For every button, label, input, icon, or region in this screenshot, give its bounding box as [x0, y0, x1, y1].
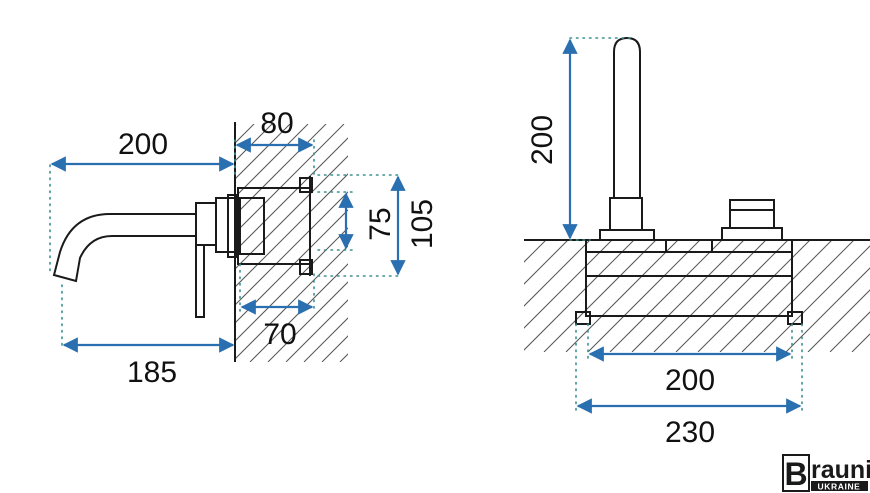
spout-base: [609, 197, 643, 231]
hatch-line: [565, 240, 679, 352]
dim-label-spout-reach: 185: [127, 356, 177, 389]
hatch-line: [236, 227, 348, 341]
dim-label-wall-depth: 80: [260, 107, 293, 140]
dim-label-outer-width: 230: [665, 416, 715, 449]
hatch-line: [236, 124, 345, 233]
flange-ring: [227, 194, 237, 258]
hatch-line: [524, 240, 525, 241]
hatch-line: [236, 209, 348, 323]
lever-knob: [729, 199, 775, 229]
hatch-line: [484, 124, 722, 362]
logo-letter-box: [782, 454, 810, 492]
box-front-plate: [239, 197, 265, 255]
hatch-line: [631, 240, 745, 352]
dim-label-box-plate-depth: 70: [263, 318, 296, 351]
hatch-line: [236, 191, 348, 305]
hatch-line: [303, 317, 348, 362]
spout: [52, 213, 197, 283]
logo-subtitle-bar: [811, 481, 868, 491]
hatch-line: [697, 240, 811, 352]
hatch-line: [829, 311, 870, 352]
dim-label-spout-projection: 200: [118, 128, 168, 161]
spout-base-flange: [599, 229, 655, 241]
logo-subtitle: UKRAINE: [818, 482, 861, 492]
side-view: 200 80 75 105 70 185: [49, 107, 722, 389]
body-foot-left: [575, 311, 591, 325]
hatch-line: [763, 245, 870, 352]
lever-knob-flange: [721, 227, 783, 241]
hatch-line: [236, 137, 348, 251]
hatch-line: [236, 124, 291, 179]
hatch-line: [524, 240, 547, 263]
box-mount-top: [299, 177, 313, 193]
wall-hatching: [236, 124, 722, 362]
logo-brand-name: rauni: [811, 456, 870, 484]
hatch-line: [236, 124, 309, 197]
concealed-box: [237, 187, 311, 265]
hatch-line: [285, 299, 348, 362]
hatch-line: [609, 240, 723, 352]
box-mount-bottom: [299, 259, 313, 275]
hatch-line: [543, 240, 657, 352]
hatch-line: [675, 240, 789, 352]
hatch-line: [653, 240, 767, 352]
hatch-line: [524, 240, 613, 329]
hatch-line: [236, 173, 348, 287]
brand-logo: B rauni UKRAINE: [782, 454, 870, 492]
spout-collar: [195, 202, 217, 246]
dim-label-box-inner-height: 75: [364, 207, 397, 240]
hatch-line: [524, 240, 591, 307]
lever-knob-plate: [711, 239, 793, 253]
hatch-line: [524, 240, 569, 285]
hatch-line: [236, 124, 327, 215]
hatch-line: [321, 335, 348, 362]
hatch-line: [851, 333, 870, 352]
spout-base-plate: [585, 239, 667, 253]
dim-label-inner-width: 200: [665, 364, 715, 397]
hatch-line: [524, 240, 635, 351]
hatch-line: [249, 263, 348, 362]
hatch-line: [358, 124, 596, 362]
hatch-line: [267, 281, 348, 362]
hatch-line: [236, 245, 348, 359]
logo-initial: B: [784, 456, 807, 492]
dim-label-box-outer-height: 105: [406, 199, 439, 249]
spout-vertical: [613, 36, 641, 198]
hatch-line: [587, 240, 701, 352]
top-view: 200 200 230: [524, 36, 870, 449]
hatch-line: [785, 267, 870, 352]
lever-handle: [195, 244, 205, 318]
hatch-line: [741, 240, 855, 352]
hatch-line: [807, 289, 870, 352]
floor-hatching: [524, 240, 870, 352]
hatch-line: [448, 124, 686, 362]
body-foot-right: [787, 311, 803, 325]
dim-label-spout-height: 200: [526, 115, 559, 165]
hatch-line: [719, 240, 833, 352]
hatch-line: [236, 155, 348, 269]
concealed-body: [585, 251, 793, 317]
wall-flange: [215, 197, 237, 253]
